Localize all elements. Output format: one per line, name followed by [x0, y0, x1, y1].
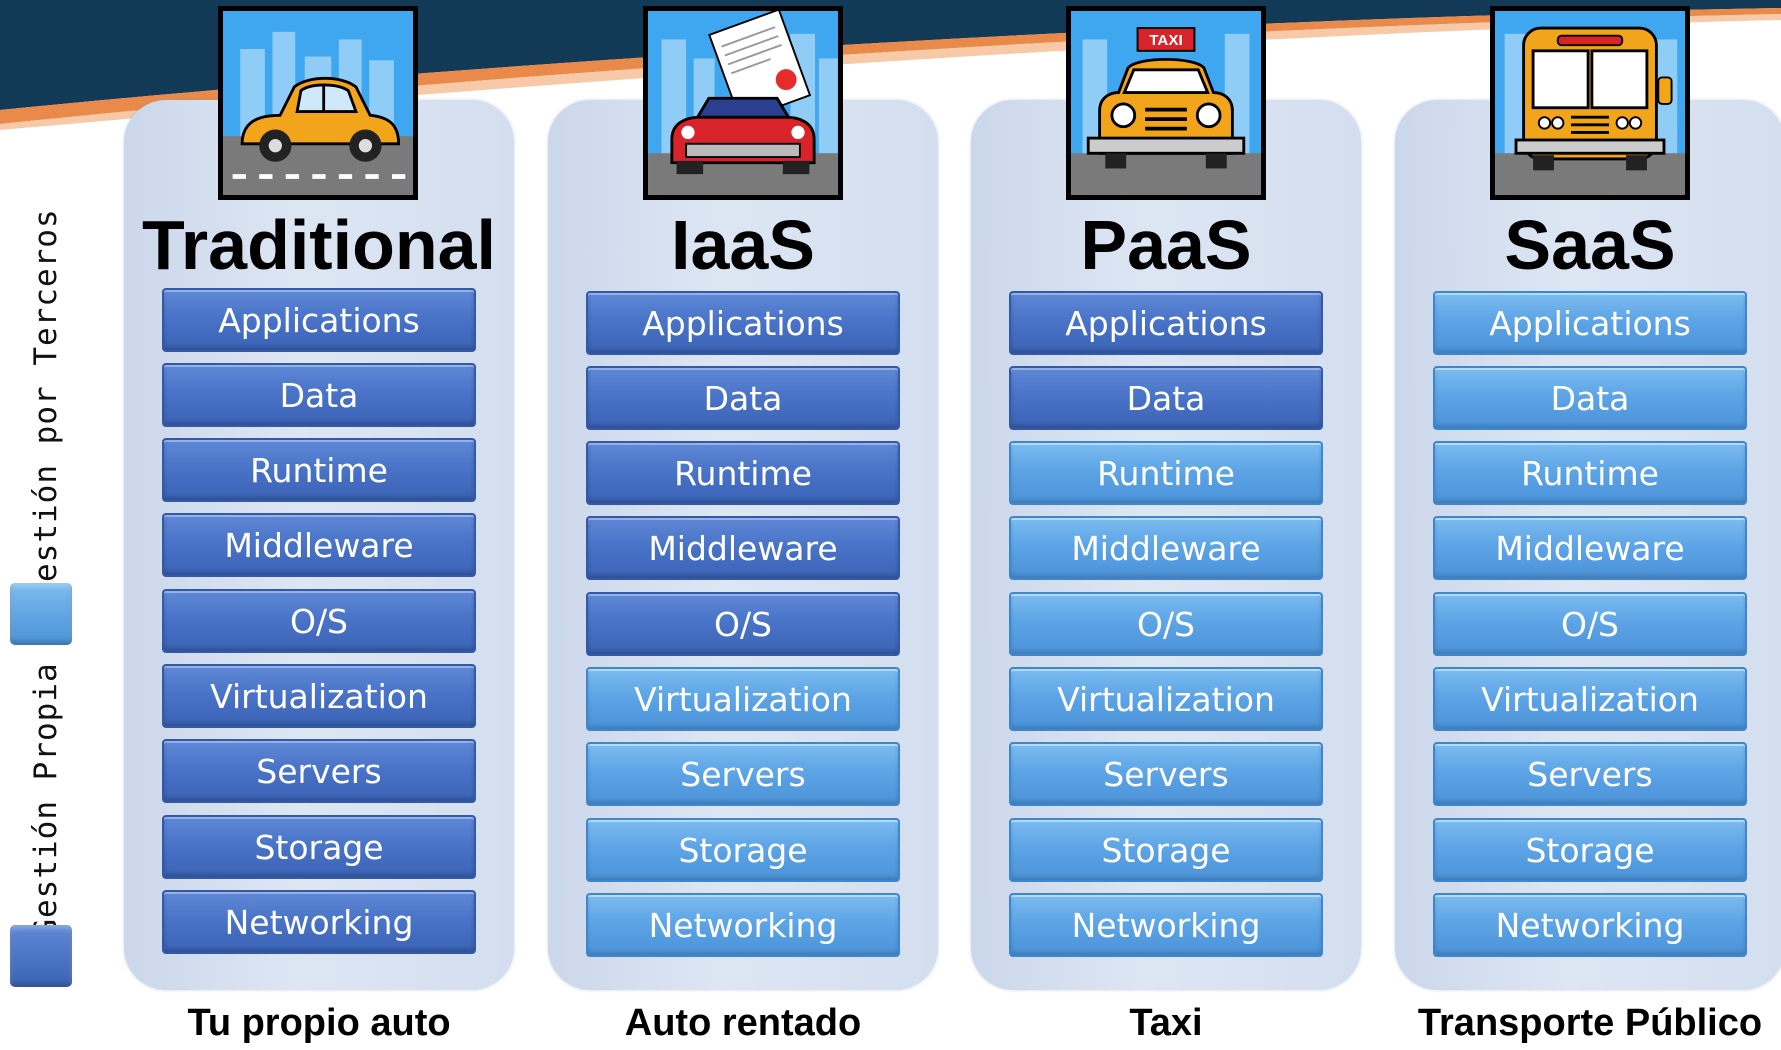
layer-middleware: Middleware [1433, 516, 1747, 580]
bus-icon [1490, 6, 1690, 200]
layer-applications: Applications [1009, 291, 1323, 355]
taxi-icon: TAXI [1066, 6, 1266, 200]
layer-storage: Storage [1433, 818, 1747, 882]
column-saas: SaaS Applications Data Runtime Middlewar… [1395, 0, 1781, 1050]
rental-car-icon [643, 6, 843, 200]
layer-data: Data [1433, 366, 1747, 430]
legend-third-party-swatch [10, 583, 72, 645]
layer-networking: Networking [1433, 893, 1747, 957]
column-iaas: IaaS Applications Data Runtime Middlewar… [548, 0, 938, 1050]
column-caption: Auto rentado [624, 1002, 862, 1044]
layer-data: Data [1009, 366, 1323, 430]
layer-servers: Servers [162, 739, 476, 803]
layer-runtime: Runtime [586, 441, 900, 505]
layer-applications: Applications [1433, 291, 1747, 355]
column-caption: Taxi [1129, 1002, 1203, 1044]
layer-servers: Servers [1009, 742, 1323, 806]
layer-data: Data [586, 366, 900, 430]
layer-os: O/S [162, 589, 476, 653]
layer-virtualization: Virtualization [586, 667, 900, 731]
layer-servers: Servers [586, 742, 900, 806]
layer-os: O/S [1433, 592, 1747, 656]
header-banner [0, 0, 1781, 130]
layer-data: Data [162, 363, 476, 427]
layer-networking: Networking [586, 893, 900, 957]
column-paas: TAXI PaaS Applications Data Runtime Midd… [971, 0, 1361, 1050]
layer-os: O/S [1009, 592, 1323, 656]
layer-applications: Applications [162, 288, 476, 352]
layer-storage: Storage [162, 815, 476, 879]
layer-applications: Applications [586, 291, 900, 355]
layer-storage: Storage [586, 818, 900, 882]
layer-storage: Storage [1009, 818, 1323, 882]
legend-own-swatch [10, 925, 72, 987]
layer-middleware: Middleware [162, 513, 476, 577]
own-car-icon [218, 6, 418, 200]
layer-os: O/S [586, 592, 900, 656]
column-title: IaaS [671, 206, 815, 284]
column-traditional: Traditional Applications Data Runtime Mi… [124, 0, 514, 1050]
legend-own-label: Gestión Propia [28, 662, 64, 938]
layer-servers: Servers [1433, 742, 1747, 806]
layer-middleware: Middleware [586, 516, 900, 580]
layer-virtualization: Virtualization [1433, 667, 1747, 731]
column-caption: Tu propio auto [187, 1002, 451, 1044]
legend-third-party-label: Gestión por Terceros [28, 208, 64, 602]
layer-runtime: Runtime [1433, 441, 1747, 505]
column-title: SaaS [1504, 206, 1676, 284]
layer-virtualization: Virtualization [1009, 667, 1323, 731]
layer-networking: Networking [1009, 893, 1323, 957]
taxi-sign-text: TAXI [1149, 32, 1182, 49]
layer-middleware: Middleware [1009, 516, 1323, 580]
layer-networking: Networking [162, 890, 476, 954]
column-caption: Transporte Público [1417, 1002, 1763, 1044]
layer-runtime: Runtime [162, 438, 476, 502]
layer-virtualization: Virtualization [162, 664, 476, 728]
column-title: Traditional [142, 206, 496, 284]
layer-runtime: Runtime [1009, 441, 1323, 505]
column-title: PaaS [1080, 206, 1252, 284]
